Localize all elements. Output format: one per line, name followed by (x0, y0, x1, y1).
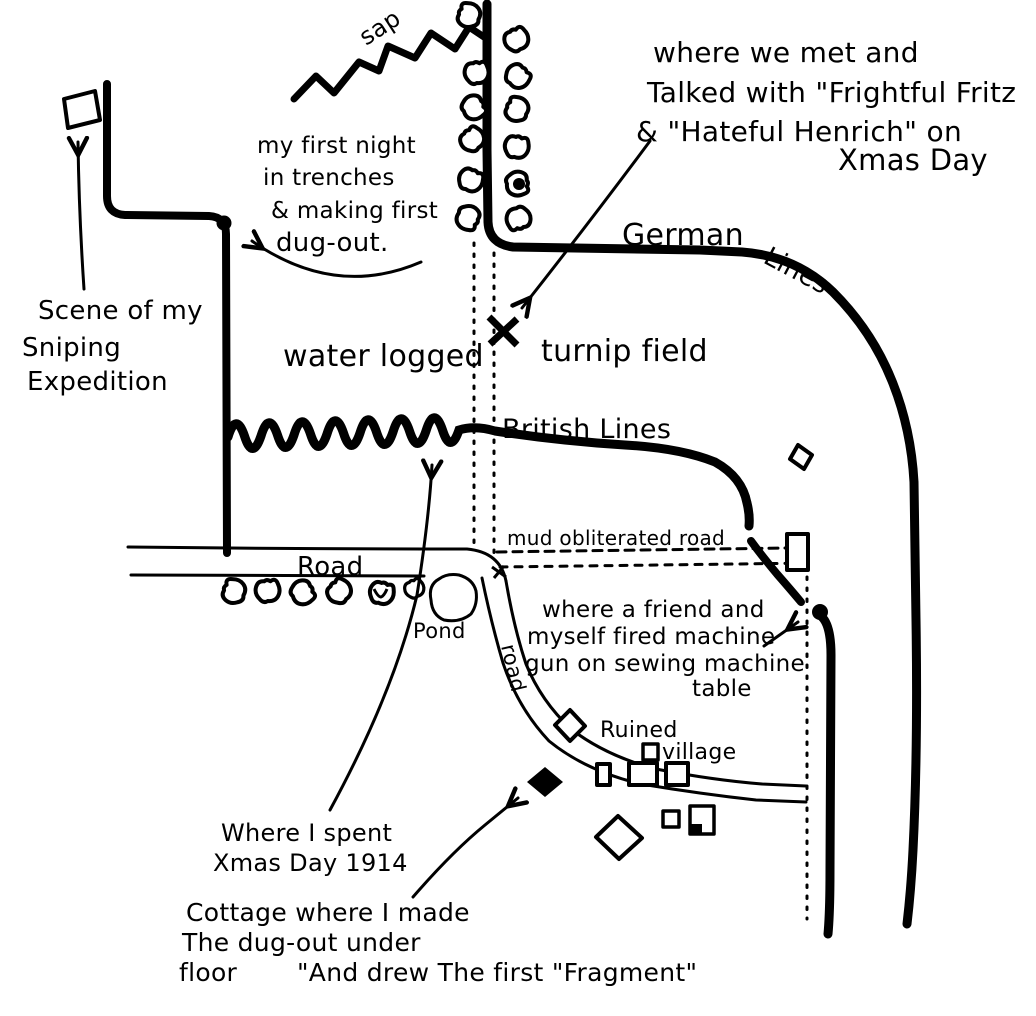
cottage-marker (527, 767, 563, 797)
village-house (627, 761, 659, 787)
label-cottage-2: The dug-out under (181, 928, 421, 957)
label-met-fritz-1: where we met and (653, 36, 919, 69)
annotation-arrows (78, 139, 798, 899)
shell-blob (500, 92, 534, 127)
label-sap: sap (354, 4, 406, 51)
roads (126, 241, 816, 921)
right-communication-trench (817, 612, 836, 939)
label-machine-gun-3: gun on sewing machine (525, 651, 805, 677)
british-trench-gap-segment (747, 537, 805, 606)
shell-blob (501, 202, 536, 235)
label-mud-road: mud obliterated road (507, 526, 725, 550)
village-diamond-house (594, 814, 644, 861)
label-british-lines: British Lines (502, 414, 671, 445)
building-square (788, 443, 814, 471)
tree-blob (366, 578, 398, 608)
label-machine-gun-1: where a friend and (542, 597, 765, 623)
village-house-fill (690, 824, 702, 834)
label-german: German (622, 218, 744, 253)
map-labels: sap where we met and Talked with "Fright… (22, 4, 1016, 987)
shell-blob (499, 58, 536, 95)
label-met-fritz-4: Xmas Day (838, 143, 988, 177)
label-cottage-4: "And drew The first "Fragment" (297, 958, 697, 987)
sniping-post-square (62, 89, 102, 130)
shell-blob (451, 200, 485, 235)
road-bottom-edge (129, 573, 426, 578)
tree-scribble (372, 588, 389, 599)
label-first-night-3: & making first (271, 198, 438, 224)
label-sniping-2: Sniping (22, 333, 121, 363)
tree-blob (218, 574, 250, 608)
machine-gun-arrow (762, 622, 798, 648)
road-junction-mark (491, 565, 507, 579)
label-pond: Pond (413, 619, 466, 643)
label-turnip-field: turnip field (541, 334, 708, 369)
label-met-fritz-2: Talked with "Frightful Fritz (646, 76, 1016, 109)
mud-road-dashed-bottom (498, 561, 816, 569)
label-sniping-1: Scene of my (38, 296, 203, 326)
label-xmas-spent-1: Where I spent (221, 819, 392, 847)
tree-blob (400, 574, 429, 603)
trench-side-blobs (451, 0, 536, 235)
label-water-logged: water logged (283, 339, 484, 374)
trench-corner-blob (216, 215, 232, 231)
label-met-fritz-3: & "Hateful Henrich" on (636, 115, 962, 148)
shell-blob (461, 58, 493, 88)
trench-lines (103, 0, 922, 939)
sap-zigzag-line (290, 23, 491, 103)
label-ruined: Ruined (600, 718, 678, 743)
label-machine-gun-4: table (692, 676, 752, 702)
label-first-night-2: in trenches (263, 165, 395, 191)
met-fritz-arrow (522, 139, 652, 308)
shell-blob-dark-fill (513, 178, 525, 190)
roadside-trees (218, 573, 429, 611)
label-xmas-spent-2: Xmas Day 1914 (213, 849, 408, 877)
shell-blob (453, 163, 488, 197)
village-house (641, 742, 660, 762)
pond-outline (428, 573, 478, 623)
cottage-arrow (411, 798, 518, 899)
ruined-village-buildings (553, 708, 716, 861)
features (62, 0, 814, 861)
label-first-night-1: my first night (257, 133, 416, 159)
shell-blob (501, 133, 532, 161)
british-lines-trench (223, 413, 754, 531)
village-house (664, 761, 690, 787)
mud-road-dashed-top (495, 546, 790, 554)
label-first-night-4: dug-out. (276, 228, 389, 258)
building-rect (785, 532, 810, 572)
label-cottage-3: floor (179, 958, 238, 987)
label-road: Road (297, 552, 363, 582)
label-sniping-3: Expedition (27, 367, 168, 397)
meeting-x-mark (486, 314, 520, 348)
village-house (661, 809, 681, 829)
village-road-outer-edge (480, 576, 808, 804)
village-house (595, 762, 612, 787)
village-diamond-house (553, 708, 587, 743)
xmas-day-arrow (328, 465, 432, 812)
shell-blob (453, 0, 485, 32)
sniping-arrow (78, 142, 84, 291)
label-village: village (662, 740, 736, 765)
road-top-edge (126, 545, 508, 583)
first-night-arrow (252, 241, 423, 278)
tree-blob (252, 576, 284, 606)
label-cottage-1: Cottage where I made (186, 898, 470, 927)
german-lines-trench (482, 0, 922, 929)
label-machine-gun-2: myself fired machine (527, 624, 775, 650)
label-german-lines: Lines (759, 242, 834, 301)
shell-blob (498, 22, 535, 57)
